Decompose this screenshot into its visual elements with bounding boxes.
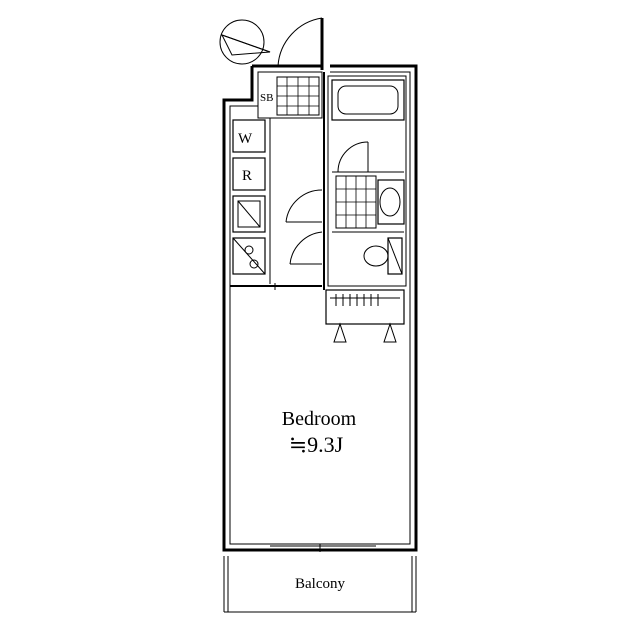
hall-doors xyxy=(285,189,323,265)
washbasin xyxy=(377,179,405,225)
shoe-box-area xyxy=(257,71,323,119)
balcony xyxy=(223,556,417,613)
closet-hangers xyxy=(335,294,379,306)
north-arrow-icon xyxy=(219,19,271,65)
bedroom-window xyxy=(270,544,376,552)
washer-label: W xyxy=(238,131,253,147)
closet xyxy=(325,289,405,343)
shoe-box-label: SB xyxy=(260,92,273,104)
kitchen-column xyxy=(232,118,271,284)
refrigerator-label: R xyxy=(242,168,252,184)
bathtub xyxy=(331,79,405,121)
bathroom xyxy=(323,72,407,290)
entrance-tile-grid xyxy=(277,77,319,115)
bedroom-area-label: ≒9.3J xyxy=(289,432,344,457)
bath-floor-tiles xyxy=(335,175,377,229)
balcony-label: Balcony xyxy=(295,576,345,592)
bedroom-label: Bedroom xyxy=(282,408,357,430)
bedroom-partition xyxy=(230,283,322,290)
entrance-door xyxy=(277,17,324,70)
bath-door xyxy=(337,141,369,173)
toilet xyxy=(363,237,403,275)
